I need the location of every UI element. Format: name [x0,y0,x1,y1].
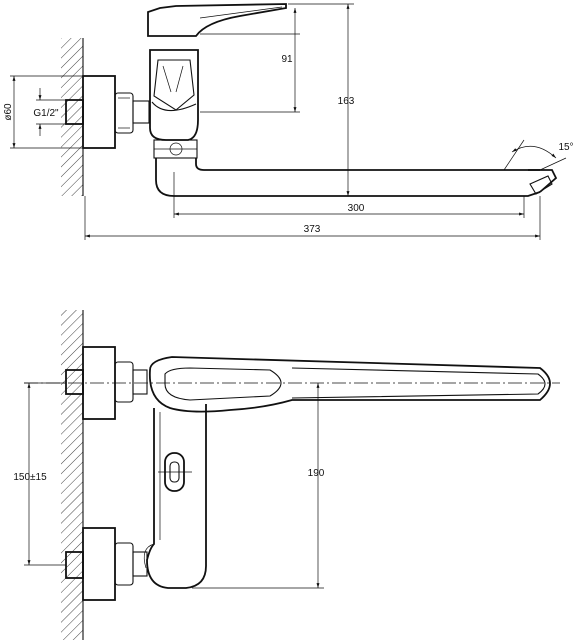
center-distance-label: 150±15 [13,472,47,483]
handle-height-label: 91 [281,54,293,65]
wall-top [61,310,84,640]
faucet-body-side [149,49,199,141]
lever-handle-top [148,356,551,413]
total-height-dimension: 163 [288,3,355,196]
wall-side [61,38,84,196]
overall-length-dimension: 373 [84,196,541,240]
spout-angle-dimension: 15° [503,139,574,171]
side-view: ø60 G1/2" 91 163 300 [3,3,574,240]
overall-length-label: 373 [304,224,321,235]
spout-reach-dimension: 300 [173,172,525,218]
thread-label: G1/2" [33,108,59,119]
spout-offset-label: 190 [308,468,325,479]
connector-side [65,92,150,134]
wall-flange-side [82,75,116,149]
thread-dimension: G1/2" [33,88,66,136]
aerator-top [158,452,192,492]
lever-handle-side [147,3,287,37]
spout-top [143,404,207,589]
swivel-ring-side [153,139,198,159]
flange-diameter-dimension: ø60 [3,75,82,149]
top-view: 150±15 190 [13,310,560,640]
spout-offset-dimension: 190 [192,383,325,589]
spout-angle-label: 15° [558,142,573,153]
center-distance-dimension: 150±15 [13,382,66,566]
spout-reach-label: 300 [348,203,365,214]
flange-diameter-label: ø60 [3,103,14,121]
handle-height-dimension: 91 [200,8,300,113]
inlet-lower [65,527,148,601]
spout-side [155,158,558,197]
total-height-label: 163 [338,96,355,107]
